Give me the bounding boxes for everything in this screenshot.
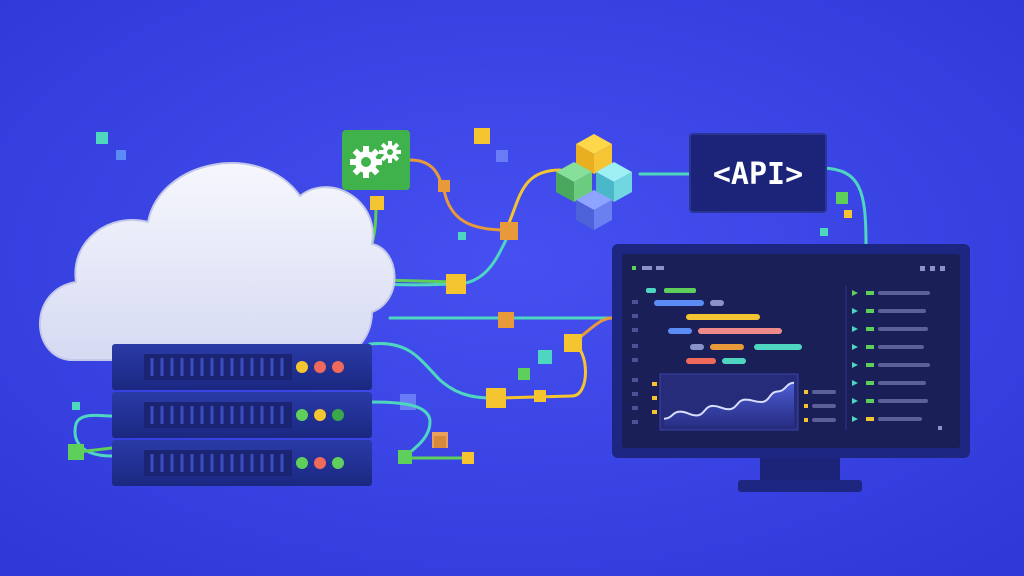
monitor-stand <box>738 480 862 492</box>
status-led-green <box>332 457 344 469</box>
code-panel <box>632 288 802 424</box>
gear-icon <box>342 130 410 190</box>
api-badge: <API> <box>689 133 827 213</box>
list-item <box>852 326 928 332</box>
side-list-panel <box>845 286 942 430</box>
list-item <box>852 416 922 422</box>
server-unit-middle <box>112 392 372 438</box>
connector-nodes <box>68 180 582 466</box>
list-item <box>852 344 924 350</box>
cloud-icon <box>39 162 396 361</box>
status-led-green <box>332 409 344 421</box>
server-unit-bottom <box>112 440 372 486</box>
cube-cluster-icon <box>556 134 632 230</box>
chart-area <box>664 382 794 426</box>
status-led-green <box>296 409 308 421</box>
monitor-icon <box>612 244 970 492</box>
list-item <box>852 380 926 386</box>
status-led-green <box>296 457 308 469</box>
server-rack-icon <box>112 344 372 486</box>
list-item <box>852 290 930 296</box>
status-led-yellow <box>296 361 308 373</box>
chart-widget <box>652 373 799 431</box>
status-led-yellow <box>314 409 326 421</box>
list-item <box>852 398 928 404</box>
status-led-red <box>332 361 344 373</box>
chart-legend <box>804 390 836 422</box>
api-label: <API> <box>713 157 803 192</box>
status-led-red <box>314 361 326 373</box>
server-unit-top <box>112 344 372 390</box>
list-item <box>852 362 930 368</box>
list-item <box>852 308 926 314</box>
status-led-red <box>314 457 326 469</box>
screen-topbar <box>632 266 945 271</box>
chart-line <box>663 381 795 420</box>
